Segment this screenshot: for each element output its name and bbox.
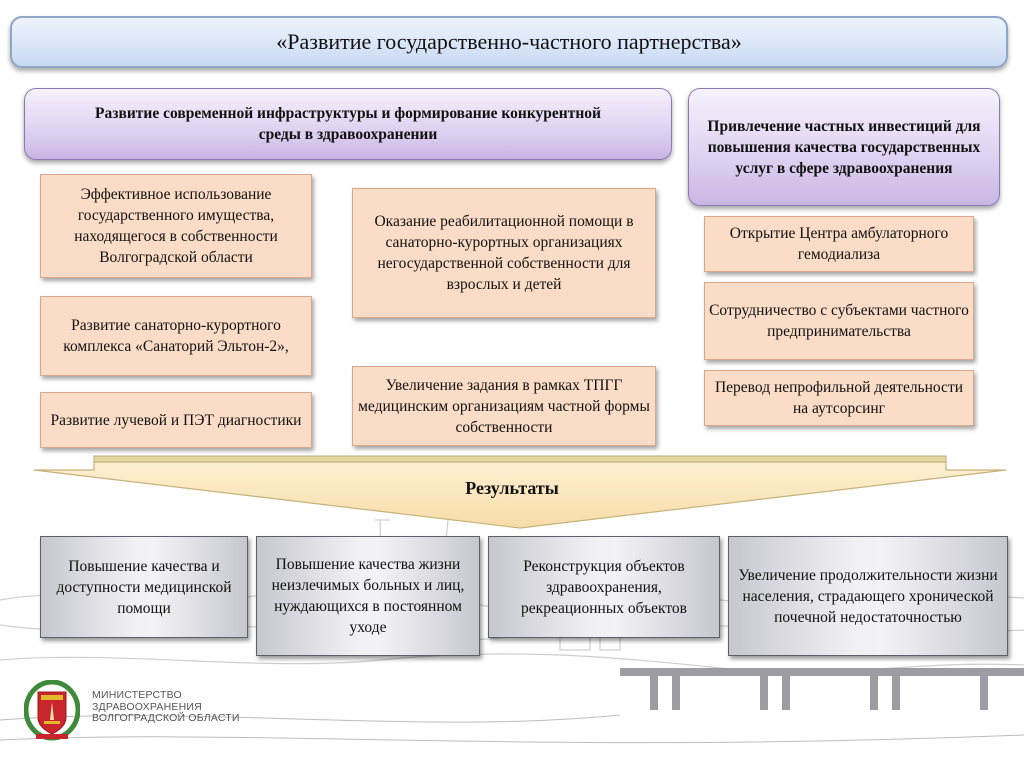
middle-box-rehabilitation: Оказание реабилитационной помощи в санат… bbox=[352, 188, 656, 318]
results-label: Результаты bbox=[465, 478, 559, 498]
ministry-line-2: ЗДРАВООХРАНЕНИЯ bbox=[92, 700, 202, 713]
left-box-sanatorium: Развитие санаторно-курортного комплекса … bbox=[40, 296, 312, 376]
page-title: «Развитие государственно-частного партне… bbox=[10, 16, 1008, 68]
ministry-logo-text: МИНИСТЕРСТВО ЗДРАВООХРАНЕНИЯ ВОЛГОГРАДСК… bbox=[92, 689, 292, 725]
result-box-reconstruction: Реконструкция объектов здравоохранения, … bbox=[488, 536, 720, 638]
result-box-quality-access: Повышение качества и доступности медицин… bbox=[40, 536, 248, 638]
result-box-life-expectancy: Увеличение продолжительности жизни насел… bbox=[728, 536, 1008, 656]
header-private-investment: Привлечение частных инвестиций для повыш… bbox=[688, 88, 1000, 206]
right-box-outsourcing: Перевод непрофильной деятельности на аут… bbox=[704, 370, 974, 426]
left-box-pet-diagnostics: Развитие лучевой и ПЭТ диагностики bbox=[40, 392, 312, 448]
left-box-state-property: Эффективное использование государственно… bbox=[40, 174, 312, 278]
right-box-private-business: Сотрудничество с субъектами частного пре… bbox=[704, 282, 974, 360]
ministry-line-3: ВОЛГОГРАДСКОЙ ОБЛАСТИ bbox=[92, 712, 240, 724]
middle-box-tpgg: Увеличение задания в рамках ТПГГ медицин… bbox=[352, 366, 656, 446]
right-box-hemodialysis: Открытие Центра амбулаторного гемодиализ… bbox=[704, 216, 974, 272]
volgograd-coat-of-arms-icon bbox=[24, 680, 80, 741]
result-box-quality-of-life: Повышение качества жизни неизлечимых бол… bbox=[256, 536, 480, 656]
results-arrow bbox=[33, 455, 1007, 529]
header-infrastructure: Развитие современной инфраструктуры и фо… bbox=[24, 88, 672, 160]
ministry-line-1: МИНИСТЕРСТВО bbox=[92, 689, 182, 701]
